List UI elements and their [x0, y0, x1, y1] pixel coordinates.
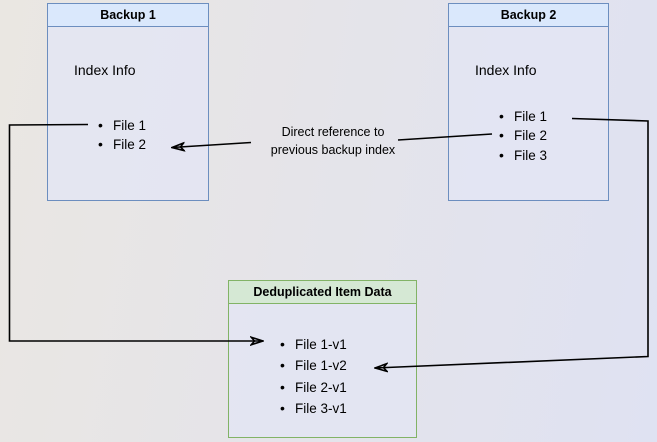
direct-reference-label-line2: previous backup index	[270, 142, 396, 157]
direct-reference-label-line1: Direct reference to	[281, 125, 385, 139]
backup1-body: Index Info File 1 File 2	[48, 27, 208, 201]
backup1-node: Backup 1 Index Info File 1 File 2	[47, 3, 209, 201]
dedup-node: Deduplicated Item Data File 1-v1 File 1-…	[228, 280, 417, 438]
backup2-file-item: File 3	[499, 146, 547, 166]
dedup-item: File 1-v1	[280, 334, 347, 356]
backup2-title: Backup 2	[449, 4, 608, 27]
backup1-file-item: File 2	[98, 135, 146, 155]
backup2-file-list: File 1 File 2 File 3	[499, 107, 547, 166]
direct-reference-label: Direct reference to previous backup inde…	[244, 124, 422, 159]
backup2-node: Backup 2 Index Info File 1 File 2 File 3	[448, 3, 609, 201]
dedup-item: File 2-v1	[280, 377, 347, 399]
backup2-body: Index Info File 1 File 2 File 3	[449, 27, 608, 201]
dedup-title: Deduplicated Item Data	[229, 281, 416, 304]
backup1-file-list: File 1 File 2	[98, 116, 146, 155]
backup2-file-item: File 2	[499, 126, 547, 146]
backup1-index-info-label: Index Info	[74, 61, 136, 78]
dedup-item: File 3-v1	[280, 398, 347, 420]
backup1-title: Backup 1	[48, 4, 208, 27]
backup2-file-item: File 1	[499, 107, 547, 127]
dedup-item-list: File 1-v1 File 1-v2 File 2-v1 File 3-v1	[280, 334, 347, 420]
backup1-file-item: File 1	[98, 116, 146, 136]
backup2-index-info-label: Index Info	[475, 61, 537, 78]
dedup-body: File 1-v1 File 1-v2 File 2-v1 File 3-v1	[229, 304, 416, 438]
dedup-item: File 1-v2	[280, 355, 347, 377]
